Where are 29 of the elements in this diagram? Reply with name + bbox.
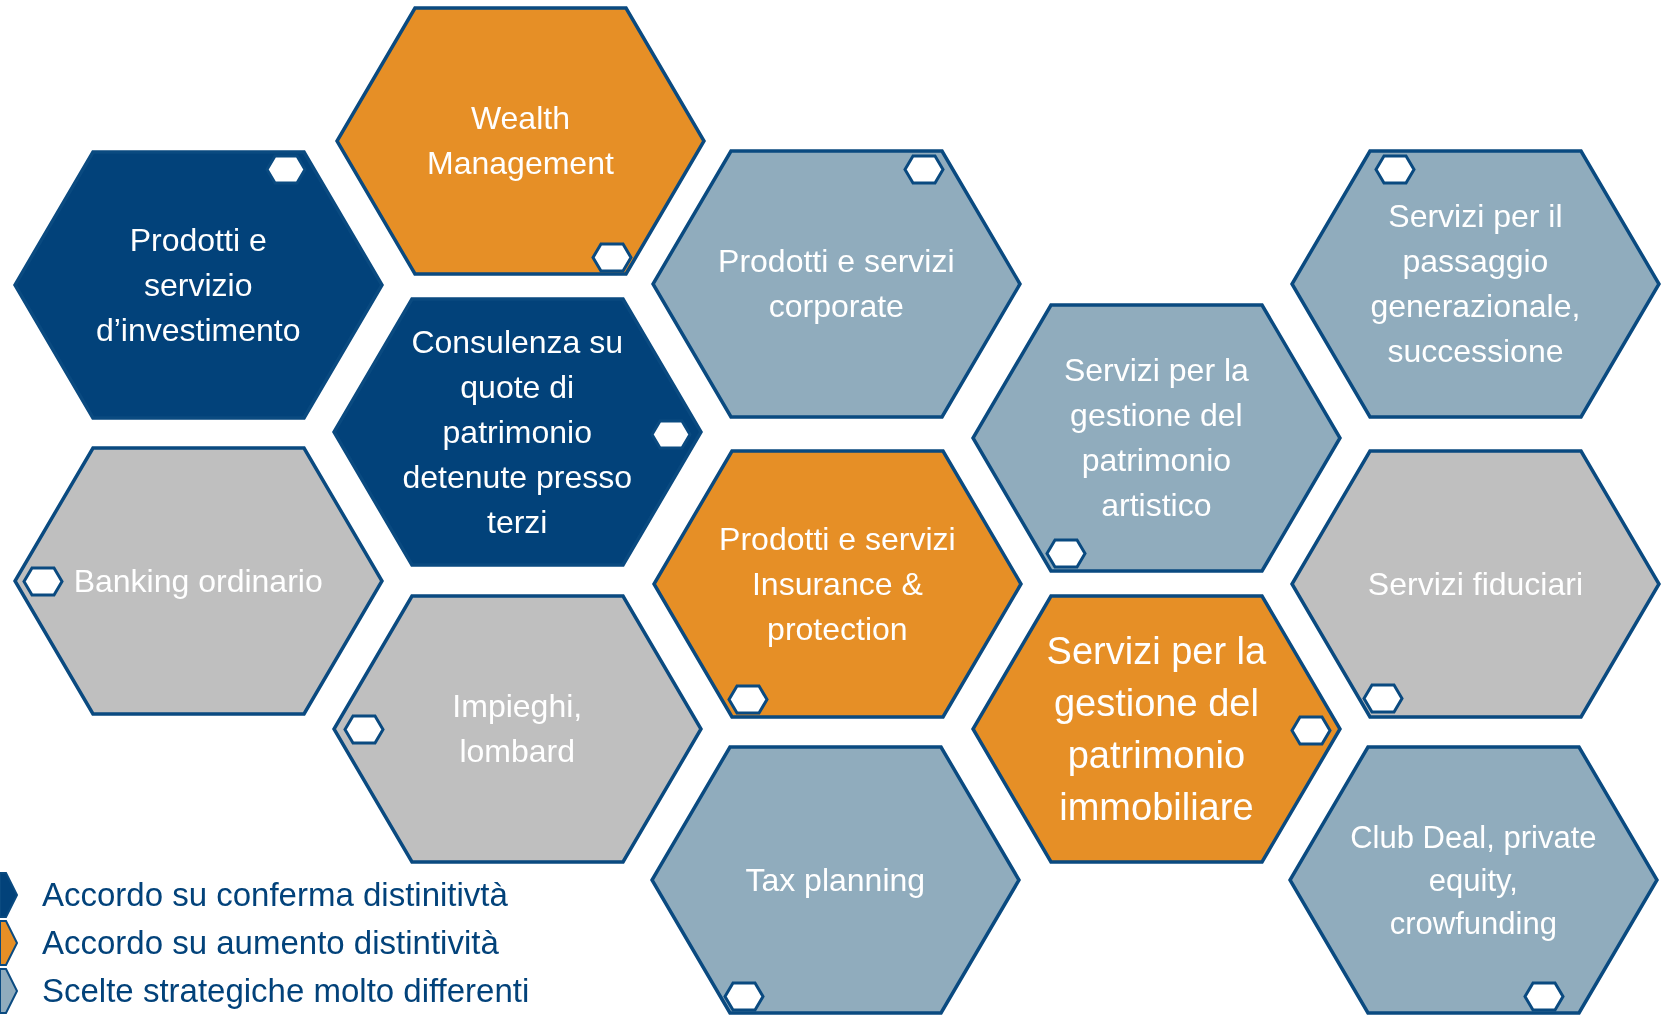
hexagon-tile (650, 149, 1022, 420)
hexagon-tile (331, 594, 703, 865)
tile-label: Tax planning (744, 860, 927, 900)
hexagon-tile (649, 744, 1021, 1015)
tile-label: Servizi fiduciari (1366, 564, 1584, 604)
hexagon-tile (331, 297, 703, 568)
hexagon-tile (334, 5, 706, 276)
tile-label: Servizi per il passaggio generazionale, successione (1369, 197, 1582, 372)
tile-label: Wealth Management (426, 98, 615, 183)
tile-label: Impieghi, lombard (451, 687, 584, 772)
legend-label: Scelte strategiche molto differenti (42, 972, 530, 1010)
hexagon-tile (12, 150, 384, 421)
legend-label: Accordo su aumento distintività (42, 924, 499, 962)
hexagon-tile (1287, 744, 1659, 1015)
tile-label: Servizi per la gestione del patrimonio immobiliare (1045, 629, 1268, 831)
hexagon-tile (970, 302, 1342, 573)
tile-label: Club Deal, private equity, crowfunding (1349, 818, 1598, 943)
tile-label: Prodotti e servizi corporate (717, 242, 956, 327)
tile-label: Servizi per la gestione del patrimonio artistico (1062, 350, 1250, 525)
legend-label: Accordo su conferma distinitivtà (42, 876, 508, 914)
hexagon-tile (1289, 149, 1661, 420)
hexagon-tile (970, 594, 1342, 865)
hexagon-tile (1289, 449, 1661, 720)
tile-label: Consulenza su quote di patrimonio detenute presso terzi (401, 322, 633, 542)
tile-label: Banking ordinario (73, 561, 324, 601)
tile-label: Prodotti e servizi Insurance & protection (718, 519, 957, 649)
hexagon-tile (12, 445, 384, 716)
hexagon-tile (651, 449, 1023, 720)
tile-label: Prodotti e servizio d’investimento (94, 220, 302, 350)
